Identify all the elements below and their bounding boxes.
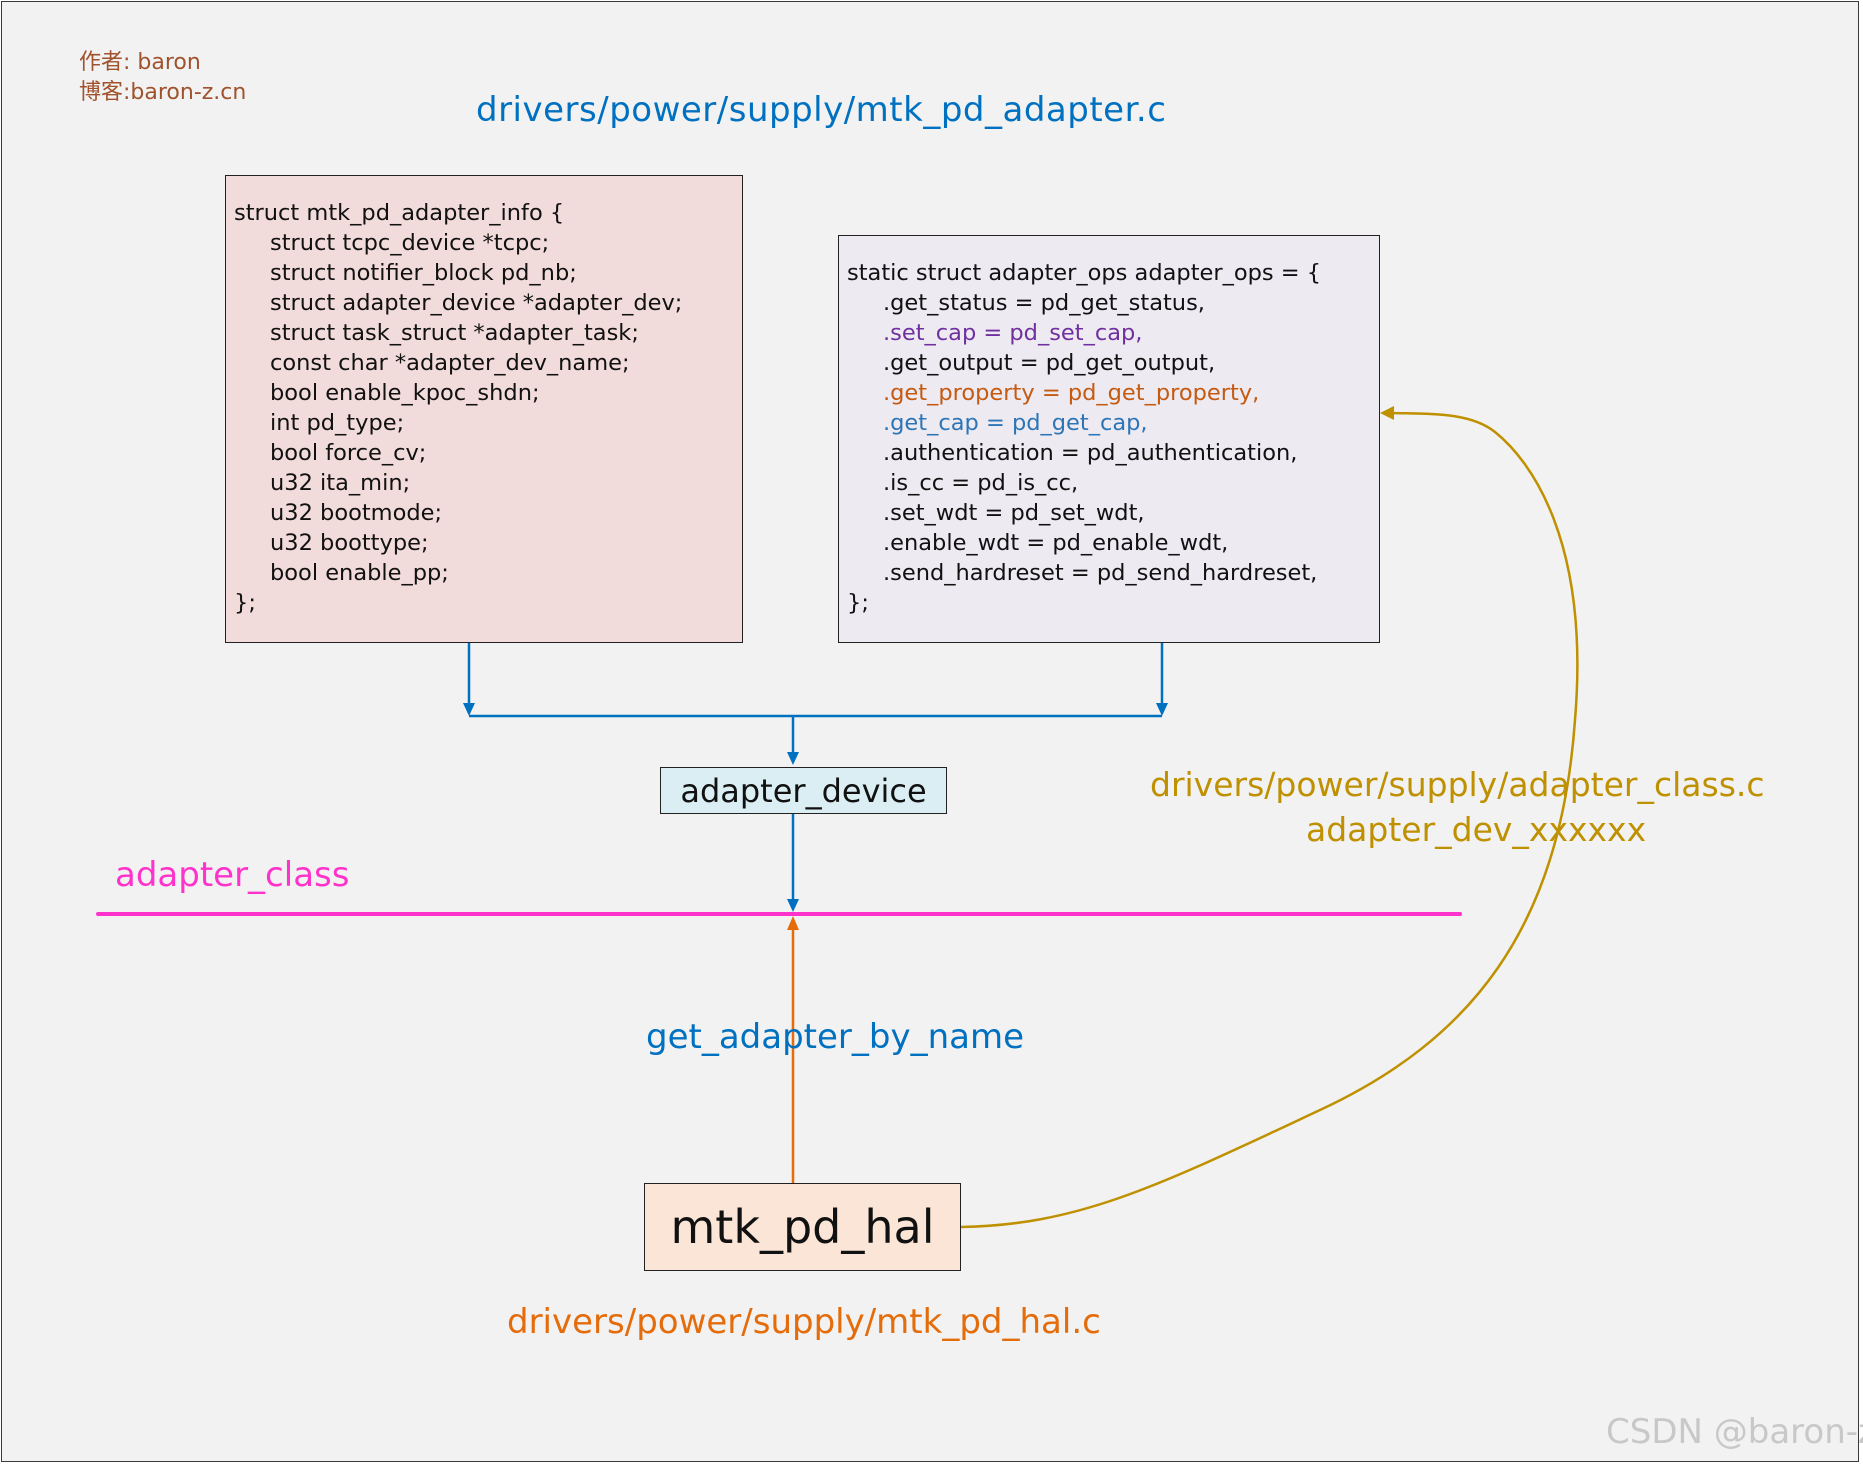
adapter-ops-struct-box: static struct adapter_ops adapter_ops = … bbox=[838, 235, 1380, 643]
struct-field: struct notifier_block pd_nb; bbox=[270, 260, 577, 286]
ops-field: .set_wdt = pd_set_wdt, bbox=[883, 500, 1145, 526]
author-blog: 博客:baron-z.cn bbox=[79, 80, 247, 105]
ops-field: .authentication = pd_authentication, bbox=[883, 440, 1298, 466]
struct-footer: }; bbox=[234, 590, 256, 616]
struct-field: const char *adapter_dev_name; bbox=[270, 350, 630, 376]
ops-field: .set_cap = pd_set_cap, bbox=[883, 320, 1143, 346]
get-adapter-by-name-label: get_adapter_by_name bbox=[646, 1017, 1025, 1057]
struct-field: u32 ita_min; bbox=[270, 470, 411, 496]
ops-field: .is_cc = pd_is_cc, bbox=[883, 470, 1079, 496]
csdn-watermark: CSDN @baron-z bbox=[1606, 1412, 1863, 1452]
adapter-info-struct-box: struct mtk_pd_adapter_info { struct tcpc… bbox=[225, 175, 743, 643]
struct-field: u32 boottype; bbox=[270, 530, 429, 556]
adapter-device-label: adapter_device bbox=[680, 771, 927, 810]
struct-field: int pd_type; bbox=[270, 410, 405, 436]
ops-field: .get_status = pd_get_status, bbox=[883, 290, 1205, 316]
adapter-info-code: struct mtk_pd_adapter_info { struct tcpc… bbox=[234, 198, 682, 618]
hal-file-label: drivers/power/supply/mtk_pd_hal.c bbox=[507, 1302, 1101, 1342]
struct-field: bool enable_pp; bbox=[270, 560, 449, 586]
adapter-device-box: adapter_device bbox=[660, 767, 947, 814]
struct-field: struct task_struct *adapter_task; bbox=[270, 320, 639, 346]
ops-fields: .get_status = pd_get_status, .set_cap = p… bbox=[847, 288, 1321, 588]
struct-field: bool force_cv; bbox=[270, 440, 427, 466]
struct-field: bool enable_kpoc_shdn; bbox=[270, 380, 540, 406]
ops-field: .get_output = pd_get_output, bbox=[883, 350, 1216, 376]
ops-header: static struct adapter_ops adapter_ops = … bbox=[847, 260, 1322, 286]
adapter-ops-code: static struct adapter_ops adapter_ops = … bbox=[847, 258, 1321, 618]
struct-merge-connector bbox=[463, 643, 1168, 765]
struct-header: struct mtk_pd_adapter_info { bbox=[234, 200, 565, 226]
struct-field: u32 bootmode; bbox=[270, 500, 443, 526]
ops-field: .get_cap = pd_get_cap, bbox=[883, 410, 1148, 436]
ops-footer: }; bbox=[847, 590, 869, 616]
device-to-class-arrow bbox=[787, 814, 799, 912]
adapter-class-func-label: adapter_dev_xxxxxx bbox=[1306, 810, 1647, 849]
adapter-class-file-label: drivers/power/supply/adapter_class.c bbox=[1150, 765, 1765, 804]
ops-field: .get_property = pd_get_property, bbox=[883, 380, 1260, 406]
hal-to-ops-curve bbox=[960, 406, 1579, 1229]
ops-field: .enable_wdt = pd_enable_wdt, bbox=[883, 530, 1229, 556]
hal-to-class-arrow bbox=[787, 916, 799, 1183]
adapter-file-title: drivers/power/supply/mtk_pd_adapter.c bbox=[476, 90, 1167, 130]
ops-field: .send_hardreset = pd_send_hardreset, bbox=[883, 560, 1318, 586]
adapter-class-label: adapter_class bbox=[115, 855, 350, 895]
struct-field: struct tcpc_device *tcpc; bbox=[270, 230, 550, 256]
mtk-pd-hal-label: mtk_pd_hal bbox=[670, 1200, 935, 1254]
author-info: 作者: baron 博客:baron-z.cn bbox=[79, 48, 246, 108]
struct-fields: struct tcpc_device *tcpc; struct notifier… bbox=[234, 228, 682, 588]
struct-field: struct adapter_device *adapter_dev; bbox=[270, 290, 683, 316]
mtk-pd-hal-box: mtk_pd_hal bbox=[644, 1183, 961, 1271]
author-name: 作者: baron bbox=[79, 50, 201, 75]
